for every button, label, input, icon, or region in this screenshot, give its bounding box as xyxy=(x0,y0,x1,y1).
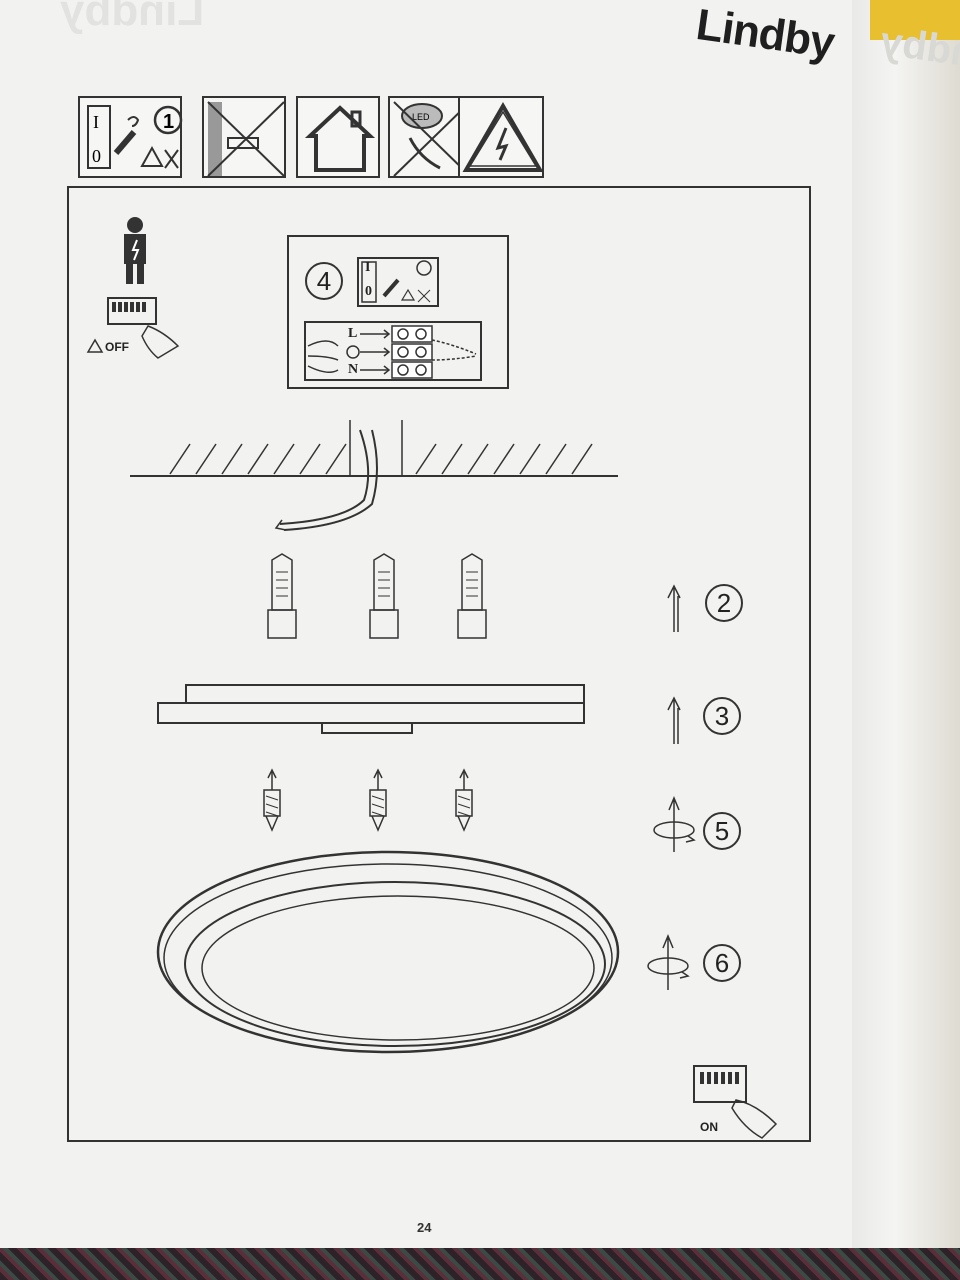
instruction-frame xyxy=(67,186,811,1142)
svg-text:1: 1 xyxy=(163,111,174,133)
electric-shock-icon xyxy=(458,96,544,178)
background-object xyxy=(870,0,960,40)
page-number: 24 xyxy=(417,1220,432,1235)
wire-label-n: N xyxy=(348,362,359,377)
switch-off-icon: I 0 1 xyxy=(78,96,183,178)
step-number-6: 6 xyxy=(703,944,741,982)
page-edge xyxy=(852,0,960,1262)
warning-icon-strip: I 0 1 LED xyxy=(78,96,544,178)
wiring-detail-box xyxy=(287,235,509,389)
no-drill-pipe-icon xyxy=(202,96,286,178)
svg-text:I: I xyxy=(93,112,99,132)
indoor-use-icon xyxy=(296,96,380,178)
svg-text:LED: LED xyxy=(412,112,430,122)
step-number-3: 3 xyxy=(703,697,741,735)
switch-0-label: 0 xyxy=(365,284,372,299)
step-number-5: 5 xyxy=(703,812,741,850)
step-number-4: 4 xyxy=(305,262,343,300)
manual-page xyxy=(0,0,860,1262)
switch-i-label: I xyxy=(365,260,371,275)
svg-text:0: 0 xyxy=(92,146,101,166)
step-number-2: 2 xyxy=(705,584,743,622)
background-fabric xyxy=(0,1248,960,1280)
wire-label-l: L xyxy=(348,326,358,341)
off-label: OFF xyxy=(105,340,129,354)
on-label: ON xyxy=(700,1120,718,1134)
